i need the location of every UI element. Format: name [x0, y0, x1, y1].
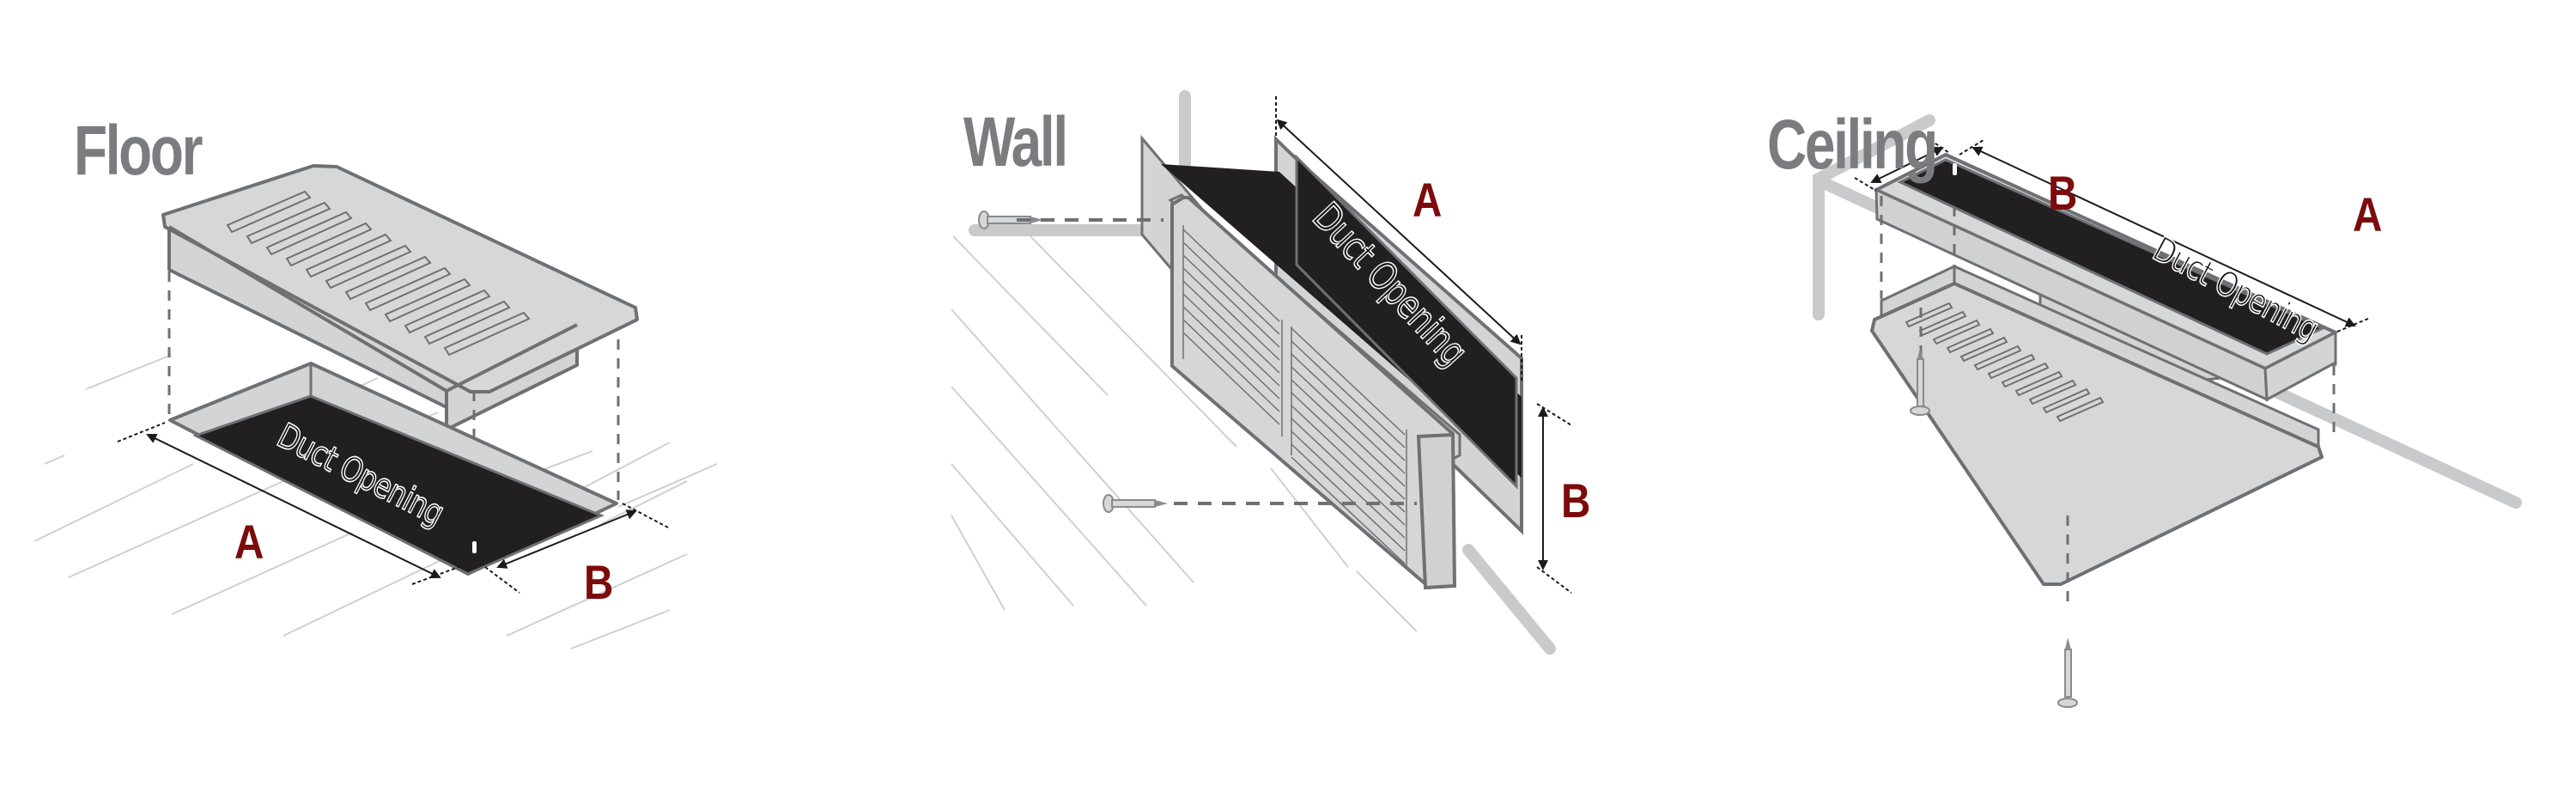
floor-register — [161, 164, 639, 431]
wall-structure — [969, 90, 1556, 655]
wall-dimension-a-label: A — [1413, 173, 1443, 227]
wall-panel — [951, 90, 1572, 655]
ceiling-alignment-lines — [1880, 196, 2336, 601]
ceiling-dimension-b-label: B — [2048, 166, 2078, 220]
wall-screw-bottom — [1103, 494, 1417, 513]
wall-dimension-b — [1536, 403, 1572, 594]
wall-dimension-a — [1275, 96, 1522, 382]
ceiling-panel — [1813, 114, 2522, 708]
floor-dimension-a-label: A — [234, 515, 264, 569]
ceiling-register-slots — [1905, 302, 2105, 423]
ceiling-dimension-b — [1854, 139, 1950, 192]
floor-title: Floor — [74, 112, 204, 190]
ceiling-screw-right — [2057, 637, 2078, 708]
floor-dimension-b-label: B — [584, 555, 614, 609]
floor-register-slots — [226, 190, 531, 357]
floor-panel — [33, 164, 718, 650]
wall-dimension-b-label: B — [1561, 473, 1591, 528]
floor-dimension-b — [484, 503, 669, 594]
ceiling-dimension-a-label: A — [2353, 187, 2383, 241]
wall-floor-lines — [951, 235, 1418, 632]
ceiling-screw-left — [1910, 348, 1930, 416]
wall-title: Wall — [963, 103, 1068, 181]
floor-dimension-a — [117, 422, 469, 585]
ceiling-dimension-a — [1959, 139, 2371, 332]
ceiling-title: Ceiling — [1767, 106, 1938, 184]
wall-screw-top — [978, 210, 1163, 229]
